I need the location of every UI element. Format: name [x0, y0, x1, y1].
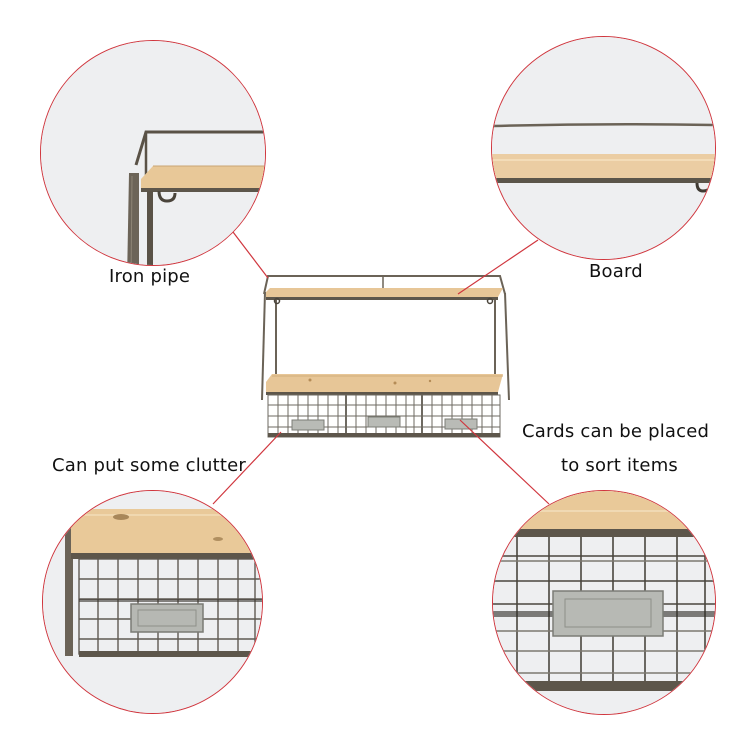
detail-circle-card-holder	[492, 490, 716, 715]
iron-pipe-detail-illustration	[41, 41, 265, 265]
board-detail-illustration	[492, 37, 715, 259]
callout-label-iron-pipe: Iron pipe	[109, 266, 191, 287]
callout-label-cards-line1: Cards can be placed	[522, 421, 710, 442]
detail-circle-iron-pipe	[40, 40, 266, 266]
detail-circle-clutter-basket	[42, 490, 263, 714]
callout-label-clutter: Can put some clutter	[52, 455, 246, 476]
callout-label-board: Board	[589, 261, 643, 282]
callout-label-cards-line2: to sort items	[561, 455, 679, 476]
basket-detail-illustration	[43, 491, 262, 713]
detail-circle-board	[491, 36, 716, 260]
card-holder-detail-illustration	[493, 491, 715, 714]
